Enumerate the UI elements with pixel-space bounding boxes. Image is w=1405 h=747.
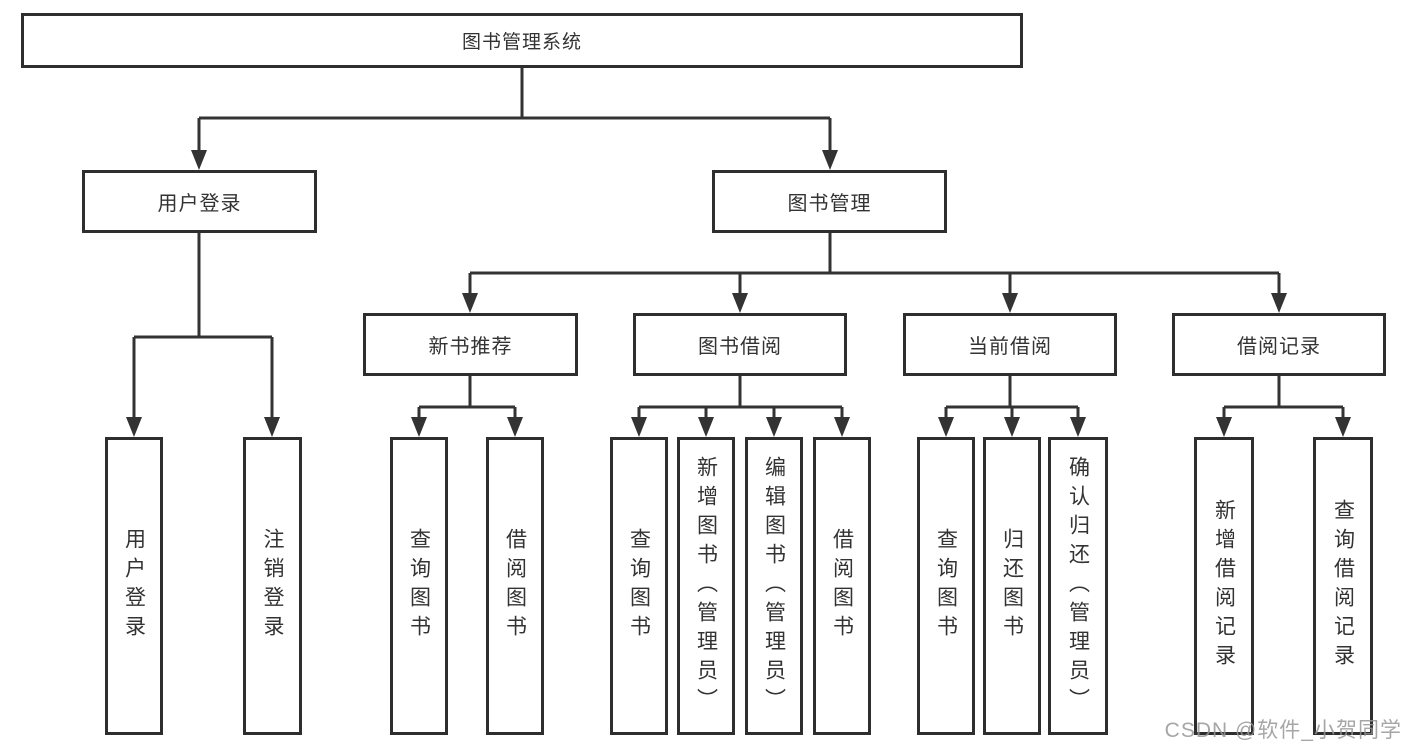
leaf-return-books: 归还图书 [983,437,1041,735]
leaf-user-login: 用户登录 [105,437,163,735]
arrowheads [126,150,1351,437]
node-label: 图书管理 [787,193,872,215]
leaf-query-books-borrowing: 查询图书 [610,437,668,735]
node-label: 图书借阅 [698,336,782,358]
leaf-logout: 注销登录 [243,437,302,735]
connector-borrow [637,376,844,420]
node-user-login: 用户登录 [82,170,317,233]
connector-new-rec [417,376,517,420]
node-label: 查询借阅记录 [1331,499,1355,673]
leaf-edit-books-admin: 编辑图书（管理员） [745,437,803,735]
node-system-root: 图书管理系统 [21,13,1023,68]
leaf-confirm-return-admin: 确认归还（管理员） [1048,437,1108,735]
node-label: 借阅图书 [830,528,854,644]
leaf-query-borrow-record: 查询借阅记录 [1313,437,1373,735]
leaf-add-books-admin: 新增图书（管理员） [677,437,735,735]
node-label: 借阅图书 [503,528,527,644]
node-book-borrowing: 图书借阅 [633,313,847,376]
node-borrowing-records: 借阅记录 [1172,313,1386,376]
node-label: 当前借阅 [968,336,1052,358]
connector-book-mgmt [468,233,1281,296]
connector-root [197,68,832,152]
node-label: 注销登录 [261,528,284,644]
connector-current [944,376,1080,420]
leaf-borrow-books: 借阅图书 [813,437,871,735]
node-label: 新增图书（管理员） [694,455,718,717]
node-label: 图书管理系统 [461,32,582,53]
leaf-borrow-books-recommend: 借阅图书 [486,437,544,735]
connector-user-login [132,233,274,420]
node-label: 查询图书 [407,528,431,644]
node-new-book-recommend: 新书推荐 [363,313,578,376]
node-label: 编辑图书（管理员） [762,455,786,717]
leaf-query-books-recommend: 查询图书 [390,437,448,735]
connector-records [1222,376,1345,420]
node-label: 用户登录 [157,193,242,215]
node-label: 借阅记录 [1237,336,1321,358]
csdn-watermark: CSDN @软件_小贺同学 [1164,719,1402,742]
node-label: 新书推荐 [428,336,513,358]
node-label: 归还图书 [1000,528,1024,644]
node-current-borrowing: 当前借阅 [903,313,1117,376]
node-label: 查询图书 [627,528,651,644]
node-label: 用户登录 [122,528,146,644]
leaf-query-books-current: 查询图书 [917,437,975,735]
node-label: 新增借阅记录 [1212,499,1236,673]
node-label: 确认归还（管理员） [1066,455,1090,717]
node-book-management: 图书管理 [712,170,947,233]
leaf-add-borrow-record: 新增借阅记录 [1194,437,1254,735]
node-label: 查询图书 [934,528,958,644]
